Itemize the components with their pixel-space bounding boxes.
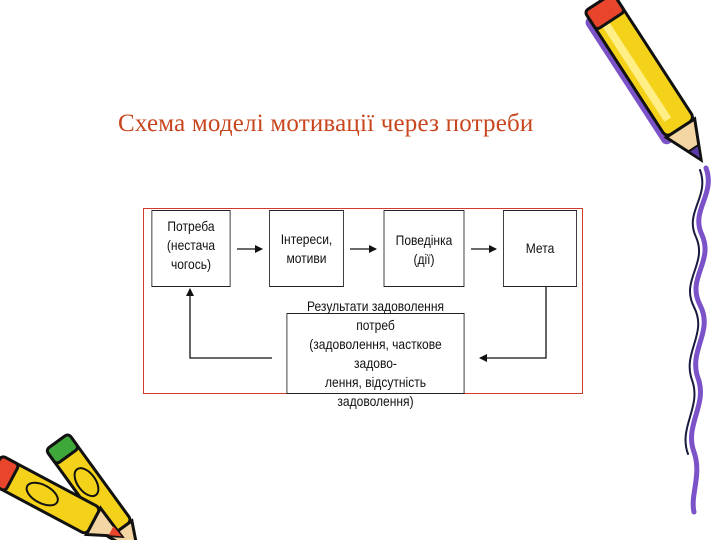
node-label: Поведінка (дії) (395, 232, 453, 267)
diagram-node-need: Потреба (нестача чогось) (151, 210, 231, 287)
slide-title: Схема моделі мотивації через потреби (118, 110, 534, 137)
diagram-node-results: Результати задоволення потреб (задоволен… (286, 298, 465, 409)
squiggle-decoration (689, 165, 711, 515)
diagram-node-goal: Мета (503, 210, 577, 287)
arrow-goal-to-results (479, 287, 547, 362)
diagram-node-behaviour: Поведінка (дії) (383, 210, 465, 287)
node-label: Інтереси, мотиви (280, 230, 333, 266)
pencil-icon (584, 0, 704, 164)
node-label: Результати задоволення потреб (задоволен… (306, 297, 445, 409)
pencils-icon (0, 433, 141, 540)
node-label: Потреба (нестача чогось) (166, 218, 216, 272)
node-label: Мета (525, 240, 555, 256)
diagram-node-interests: Інтереси, мотиви (269, 210, 344, 287)
arrow-results-to-need (186, 288, 272, 359)
